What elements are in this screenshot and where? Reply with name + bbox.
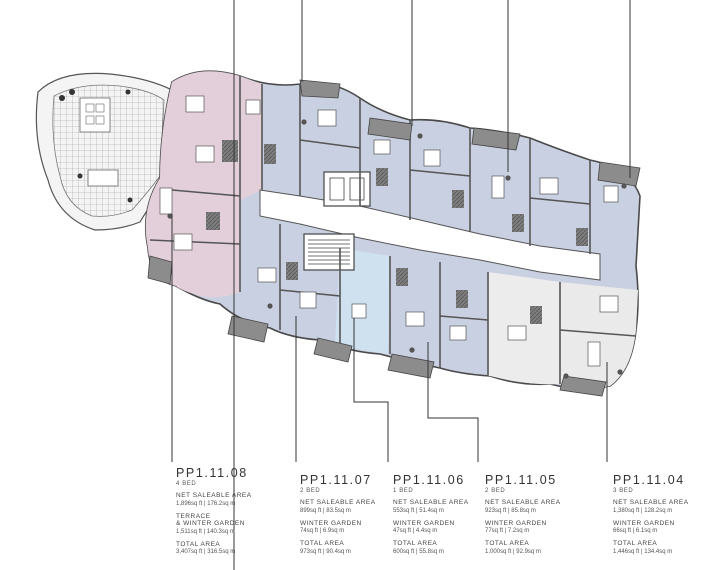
area-value: 1,000sq ft | 92.9sq m	[485, 548, 541, 555]
unit-code: PP1.11.08	[176, 466, 248, 480]
unit-beds: 4 BED	[176, 481, 197, 487]
area-value: 899sq ft | 83.5sq m	[300, 507, 351, 514]
terrace-area	[35, 72, 177, 231]
area-label: TOTAL AREA	[300, 540, 345, 547]
area-label: NET SALEABLE AREA	[485, 499, 561, 506]
unit-card-pp1-11-04: PP1.11.04 3 BED NET SALEABLE AREA 1,380s…	[613, 474, 705, 556]
area-label: WINTER GARDEN	[613, 519, 675, 527]
unit-card-pp1-11-05: PP1.11.05 2 BED NET SALEABLE AREA 923sq …	[485, 474, 593, 556]
area-value: 973sq ft | 90.4sq m	[300, 548, 351, 555]
area-value: 600sq ft | 55.8sq m	[393, 548, 444, 555]
winter-gardens	[147, 79, 641, 397]
column-markers	[167, 119, 627, 379]
unit-04-zone	[560, 282, 638, 389]
area-value: 74sq ft | 6.9sq m	[300, 528, 345, 534]
furniture	[159, 95, 619, 367]
area-value: 1,511sq ft | 140.3sq m	[176, 528, 235, 535]
area-value: 77sq ft | 7.2sq m	[485, 528, 530, 534]
unit-code: PP1.11.06	[393, 473, 465, 487]
area-value: 1,380sq ft | 128.2sq m	[613, 507, 673, 514]
area-label: TOTAL AREA	[485, 540, 530, 547]
leader-lines	[171, 0, 631, 570]
area-value: 553sq ft | 51.4sq m	[393, 507, 444, 514]
unit-beds: 1 BED	[393, 488, 414, 494]
unit-06-zone	[335, 248, 390, 354]
unit-card-pp1-11-08: PP1.11.08 4 BED NET SALEABLE AREA 1,896s…	[176, 467, 284, 556]
unit-code: PP1.11.04	[613, 473, 685, 487]
area-label: TOTAL AREA	[176, 540, 221, 548]
unit-code: PP1.11.05	[485, 473, 557, 487]
area-label: WINTER GARDEN	[393, 519, 455, 527]
area-value: 1,446sq ft | 134.4sq m	[613, 548, 673, 555]
area-label: NET SALEABLE AREA	[613, 499, 689, 506]
area-label: TOTAL AREA	[393, 540, 438, 547]
unit-card-pp1-11-07: PP1.11.07 2 BED NET SALEABLE AREA 899sq …	[300, 474, 408, 556]
area-value: 47sq ft | 4.4sq m	[393, 528, 438, 534]
core-lifts	[303, 171, 371, 271]
unit-card-pp1-11-06: PP1.11.06 1 BED NET SALEABLE AREA 553sq …	[393, 474, 501, 556]
unit-code: PP1.11.07	[300, 473, 372, 487]
corridor	[259, 189, 601, 281]
area-label: TOTAL AREA	[613, 540, 658, 547]
area-label: WINTER GARDEN	[485, 519, 547, 527]
area-value: 66sq ft | 6.1sq m	[613, 528, 658, 534]
area-value: 3,407sq ft | 316.5sq m	[176, 549, 236, 555]
area-label: NET SALEABLE AREA	[393, 499, 469, 506]
unit-beds: 2 BED	[300, 488, 321, 494]
area-label: TERRACE	[176, 512, 211, 520]
unit-beds: 3 BED	[613, 488, 634, 494]
area-label-2: & WINTER GARDEN	[176, 520, 245, 527]
area-label: NET SALEABLE AREA	[300, 499, 376, 506]
area-label: WINTER GARDEN	[300, 519, 362, 527]
unit-beds: 2 BED	[485, 488, 506, 494]
area-label: NET SALEABLE AREA	[176, 492, 252, 499]
area-value: 1,896sq ft | 176.2sq m	[176, 500, 236, 507]
area-value: 923sq ft | 85.8sq m	[485, 507, 536, 514]
